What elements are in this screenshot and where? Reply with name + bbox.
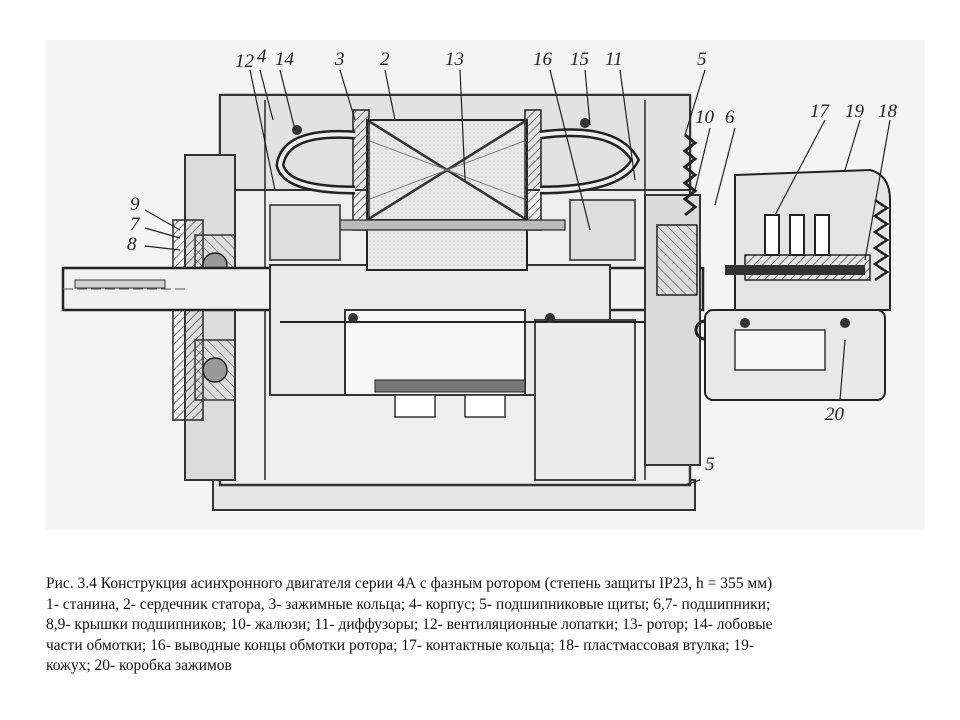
- caption-line: Рис. 3.4 Конструкция асинхронного двигат…: [46, 575, 773, 592]
- part-label-17: 17: [810, 101, 831, 122]
- part-label-12: 12: [235, 51, 255, 72]
- part-label-6: 6: [725, 107, 735, 128]
- motor-cross-section-drawing: 12 4 14 3 2 13 16 15 11 5 10 6 17 19 18 …: [45, 40, 925, 530]
- part-label-11: 11: [605, 49, 623, 70]
- stator-core: [352, 109, 542, 231]
- figure-caption: Рис. 3.4 Конструкция асинхронного двигат…: [46, 574, 926, 677]
- part-label-15: 15: [570, 49, 589, 70]
- caption-line: 1- станина, 2- сердечник статора, 3- заж…: [46, 595, 771, 613]
- part-label-18: 18: [878, 101, 898, 122]
- part-label-20: 20: [825, 404, 845, 425]
- part-label-16: 16: [533, 49, 553, 70]
- part-label-8: 8: [127, 234, 137, 255]
- part-label-9: 9: [130, 194, 140, 215]
- part-label-2: 2: [380, 49, 390, 70]
- slip-ring-cover: [734, 168, 891, 311]
- caption-line: 8,9- крышки подшипников; 10- жалюзи; 11-…: [46, 616, 773, 633]
- caption-line: части обмотки; 16- выводные концы обмотк…: [46, 636, 755, 654]
- part-label-5-bottom: 5: [705, 454, 715, 475]
- part-label-10: 10: [695, 107, 715, 128]
- left-end-shield: [184, 154, 236, 481]
- louvres: [682, 133, 698, 217]
- caption-line: кожух; 20- коробка зажимов: [46, 657, 232, 674]
- part-label-7: 7: [130, 214, 141, 235]
- slip-rings: [725, 214, 871, 281]
- part-label-14: 14: [275, 49, 295, 70]
- part-label-19: 19: [845, 101, 865, 122]
- part-label-4: 4: [257, 46, 267, 67]
- part-label-13: 13: [445, 49, 464, 70]
- part-label-5-top: 5: [697, 49, 707, 70]
- part-label-3: 3: [334, 49, 345, 70]
